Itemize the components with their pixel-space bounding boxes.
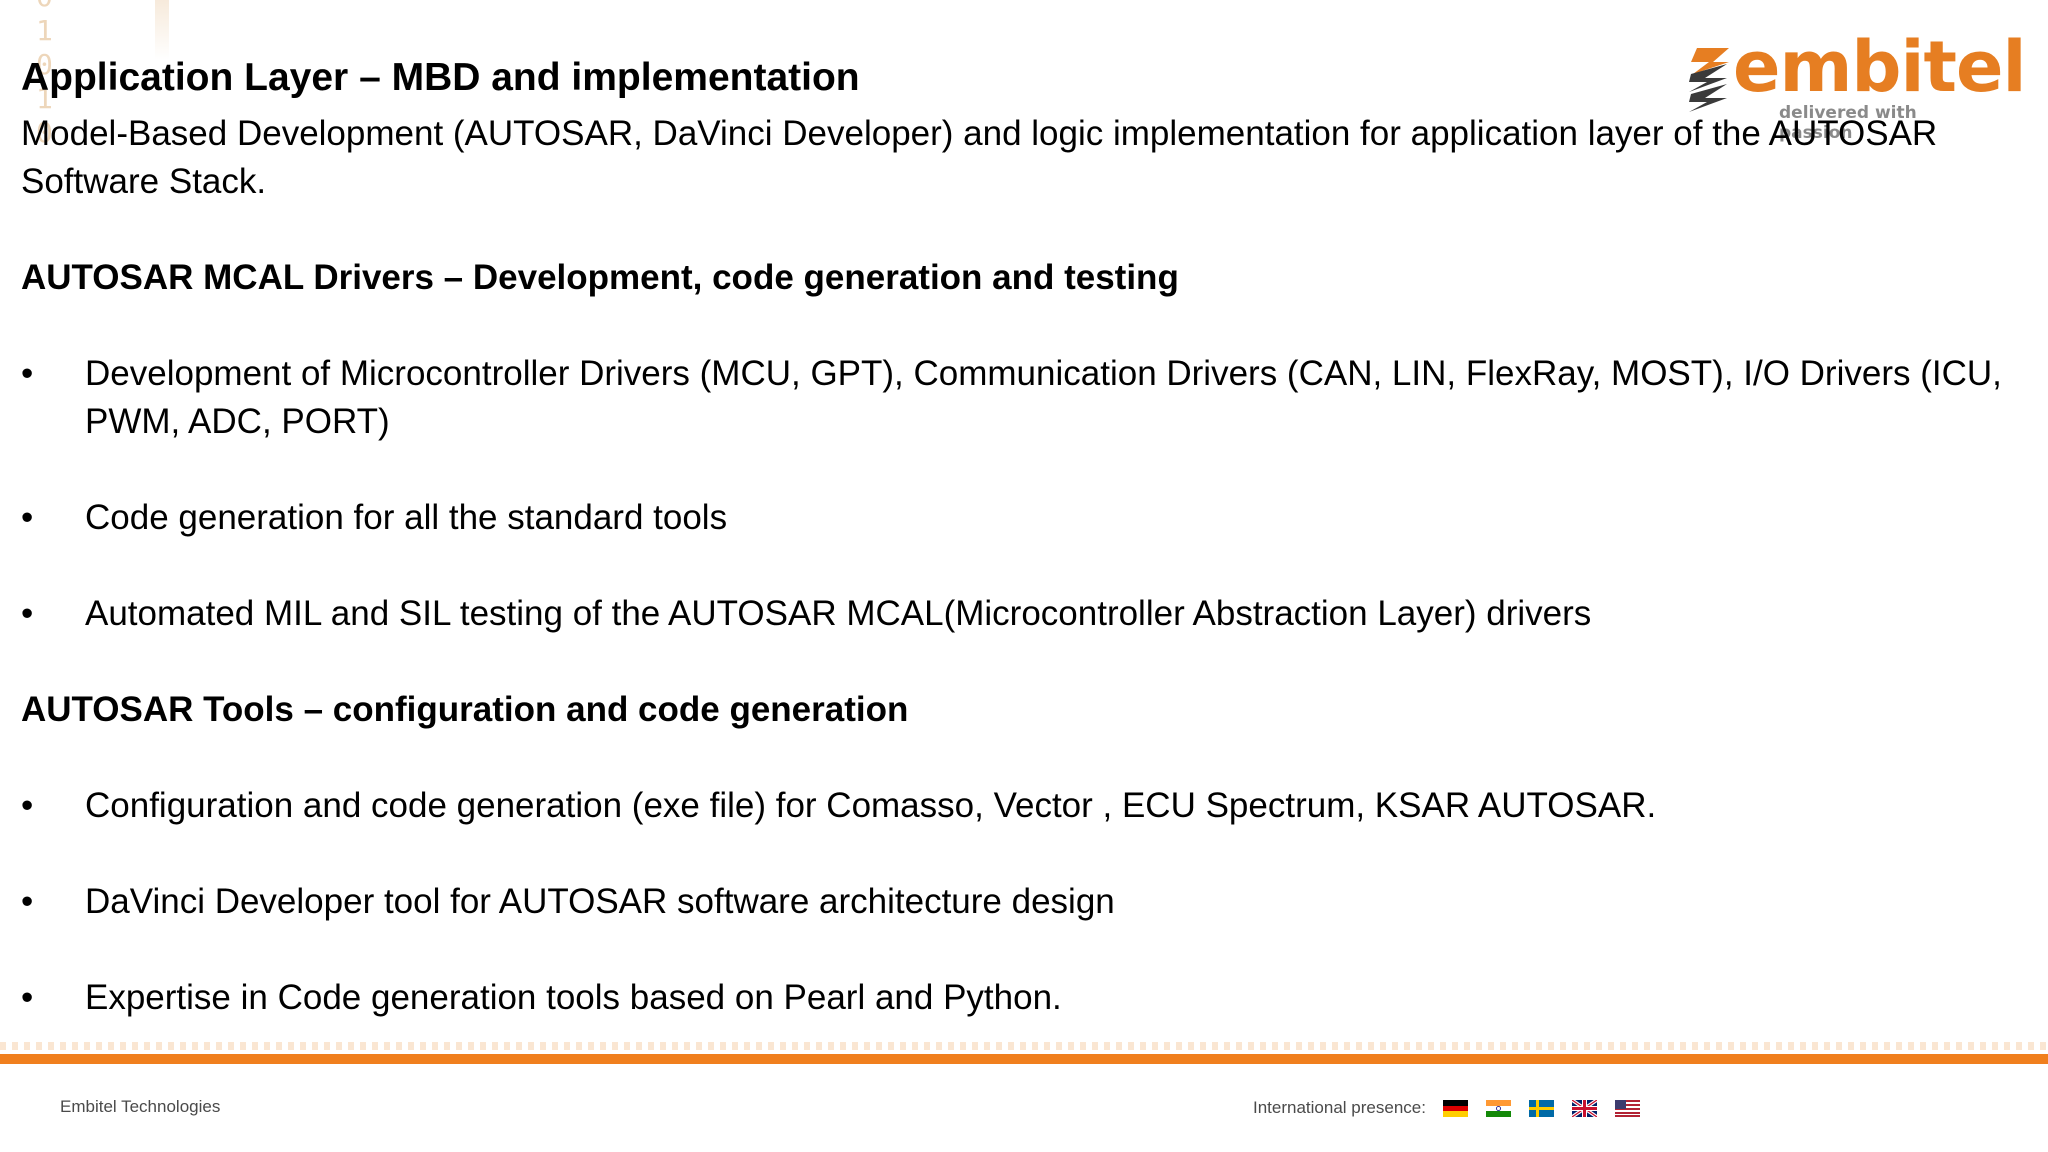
footer-presence-label: International presence: [1253,1098,1426,1117]
footer-company-name: Embitel Technologies [60,1097,221,1116]
section-heading-mcal: AUTOSAR MCAL Drivers – Development, code… [21,258,1179,297]
footer-orange-rule [0,1054,2048,1064]
germany-flag-icon [1443,1100,1468,1117]
logo-tagline: delivered with passion [1779,103,1917,143]
embitel-logo: embitel delivered with passion [1683,26,2026,143]
bullet-icon: • [21,882,34,921]
slide-content: Application Layer – MBD and implementati… [21,50,2031,1022]
section-heading-tools: AUTOSAR Tools – configuration and code g… [21,690,909,729]
section-mcal: AUTOSAR MCAL Drivers – Development, code… [21,254,2031,638]
slide-title: Application Layer – MBD and implementati… [21,56,860,99]
list-item: • Expertise in Code generation tools bas… [21,974,2031,1022]
list-item: • Automated MIL and SIL testing of the A… [21,590,2031,638]
binary-digits-decoration: 0 1 0 1 0 [36,0,53,149]
bullet-text: Expertise in Code generation tools based… [85,978,1062,1017]
bullet-icon: • [21,498,34,537]
footer-dotted-line [0,1042,2048,1050]
intro-paragraph: Model-Based Development (AUTOSAR, DaVinc… [21,114,1938,201]
usa-flag-icon [1615,1100,1640,1117]
bullet-list-mcal: • Development of Microcontroller Drivers… [21,350,2031,638]
decorative-bar [155,0,169,60]
bullet-text: Automated MIL and SIL testing of the AUT… [85,594,1592,633]
bullet-text: DaVinci Developer tool for AUTOSAR softw… [85,882,1115,921]
bullet-icon: • [21,786,34,825]
bullet-list-tools: • Configuration and code generation (exe… [21,782,2031,1022]
list-item: • DaVinci Developer tool for AUTOSAR sof… [21,878,2031,926]
logo-wordmark: embitel [1733,26,2026,108]
list-item: • Code generation for all the standard t… [21,494,2031,542]
list-item: • Development of Microcontroller Drivers… [21,350,2031,446]
bullet-text: Development of Microcontroller Drivers (… [85,354,2002,441]
india-flag-icon [1486,1100,1511,1117]
bullet-text: Configuration and code generation (exe f… [85,786,1657,825]
logo-chevron-icon [1689,48,1729,112]
bullet-icon: • [21,594,34,633]
bullet-text: Code generation for all the standard too… [85,498,728,537]
sweden-flag-icon [1529,1100,1554,1117]
bullet-icon: • [21,354,34,393]
list-item: • Configuration and code generation (exe… [21,782,2031,830]
section-tools: AUTOSAR Tools – configuration and code g… [21,686,2031,1022]
uk-flag-icon [1572,1100,1597,1117]
bullet-icon: • [21,978,34,1017]
flag-row [1443,1100,1640,1117]
